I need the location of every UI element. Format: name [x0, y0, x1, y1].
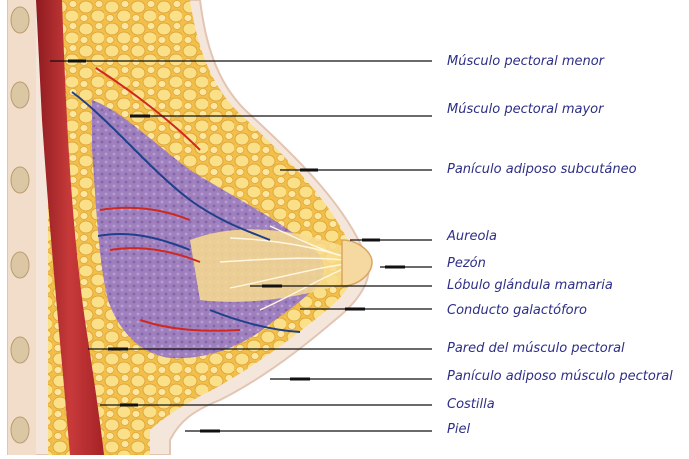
label-musculo-pectoral-mayor: Músculo pectoral mayor	[447, 102, 603, 118]
label-pared-musculo-pectoral: Pared del músculo pectoral	[447, 341, 625, 357]
label-piel: Piel	[447, 422, 470, 438]
label-aureola: Aureola	[447, 229, 497, 245]
label-pezon: Pezón	[447, 256, 486, 272]
label-paniculo-adiposo-musculo-pectoral: Panículo adiposo músculo pectoral	[447, 369, 673, 385]
label-lobulo-glandula-mamaria: Lóbulo glándula mamaria	[447, 278, 613, 294]
chest-wall	[8, 0, 36, 455]
label-musculo-pectoral-menor: Músculo pectoral menor	[447, 54, 604, 70]
label-conducto-galactoforo: Conducto galactóforo	[447, 303, 587, 319]
label-paniculo-adiposo-subcutaneo: Panículo adiposo subcutáneo	[447, 162, 637, 178]
label-costilla: Costilla	[447, 397, 495, 413]
